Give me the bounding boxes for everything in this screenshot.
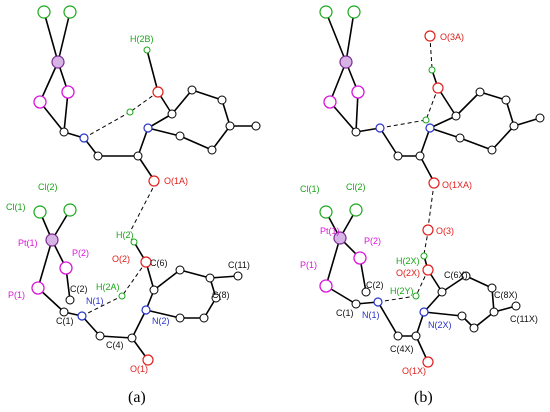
lower-molecule-b-atoms: [319, 203, 521, 368]
label-b-o1x: O(1X): [402, 366, 426, 376]
label-b-o3a: O(3A): [440, 32, 464, 42]
label-b-c11x: C(11X): [510, 314, 538, 324]
label-a-c4: C(4): [106, 340, 124, 350]
label-a-n1: N(1): [86, 296, 104, 306]
label-b-p2: P(2): [364, 236, 381, 246]
upper-molecule-b-hbonds: [379, 37, 439, 229]
panel-a-labels: H(2B) O(1A) Cl(2) Cl(1) H(2) Pt(1) P(2) …: [6, 34, 250, 374]
panel-b: O(3A) O(1XA) Cl(2) Cl(1) O(3) Pt(1) P(2)…: [300, 5, 545, 406]
label-b-c4x: C(4X): [390, 344, 414, 354]
label-a-n2: N(2): [152, 316, 170, 326]
lower-molecule-a-bonds: [37, 209, 239, 361]
label-b-c6x: C(6X): [444, 270, 468, 280]
label-b-o3: O(3): [436, 226, 454, 236]
upper-molecule-a-hbonds: [83, 91, 159, 233]
upper-molecule-b-bonds: [325, 11, 541, 183]
label-a-o2: O(2): [112, 254, 130, 264]
lower-molecule-a-hbonds: [81, 261, 147, 317]
panel-a-caption: (a): [128, 389, 146, 406]
panel-b-labels: O(3A) O(1XA) Cl(2) Cl(1) O(3) Pt(1) P(2)…: [300, 32, 538, 376]
label-b-c8x: C(8X): [494, 290, 518, 300]
label-a-c8: C(8): [212, 290, 230, 300]
label-a-h2b: H(2B): [130, 34, 154, 44]
label-a-p1: P(1): [8, 290, 25, 300]
label-b-o1xa: O(1XA): [442, 180, 472, 190]
label-a-c6: C(6): [150, 258, 168, 268]
upper-molecule-b-atoms: [319, 5, 545, 189]
upper-molecule-a-atoms: [33, 5, 261, 187]
label-a-cl2: Cl(2): [38, 182, 58, 192]
label-a-o1: O(1): [130, 364, 148, 374]
label-b-pt1: Pt(1): [320, 226, 340, 236]
label-b-c2: C(2): [366, 280, 384, 290]
label-a-c1: C(1): [56, 316, 74, 326]
lower-molecule-a-atoms: [31, 203, 243, 366]
panel-b-caption: (b): [414, 389, 433, 406]
label-a-cl1: Cl(1): [6, 202, 26, 212]
label-b-n1: N(1): [362, 310, 380, 320]
label-b-cl2: Cl(2): [346, 182, 366, 192]
label-a-pt1: Pt(1): [18, 238, 38, 248]
label-a-o1a: O(1A): [164, 176, 188, 186]
label-b-c1: C(1): [336, 308, 354, 318]
label-a-h2a: H(2A): [96, 282, 120, 292]
label-a-p2: P(2): [72, 248, 89, 258]
label-a-c2: C(2): [70, 284, 88, 294]
label-a-h2: H(2): [116, 230, 134, 240]
label-a-c11: C(11): [228, 260, 250, 270]
label-b-p1: P(1): [300, 260, 317, 270]
lower-molecule-b-hbonds: [377, 231, 429, 303]
label-b-cl1: Cl(1): [300, 184, 320, 194]
label-b-h2x: H(2X): [396, 256, 420, 266]
label-b-n2x: N(2X): [428, 320, 452, 330]
label-b-h2y: H(2Y): [390, 286, 414, 296]
label-b-o2x: O(2X): [396, 268, 420, 278]
panel-a: H(2B) O(1A) Cl(2) Cl(1) H(2) Pt(1) P(2) …: [6, 5, 261, 406]
